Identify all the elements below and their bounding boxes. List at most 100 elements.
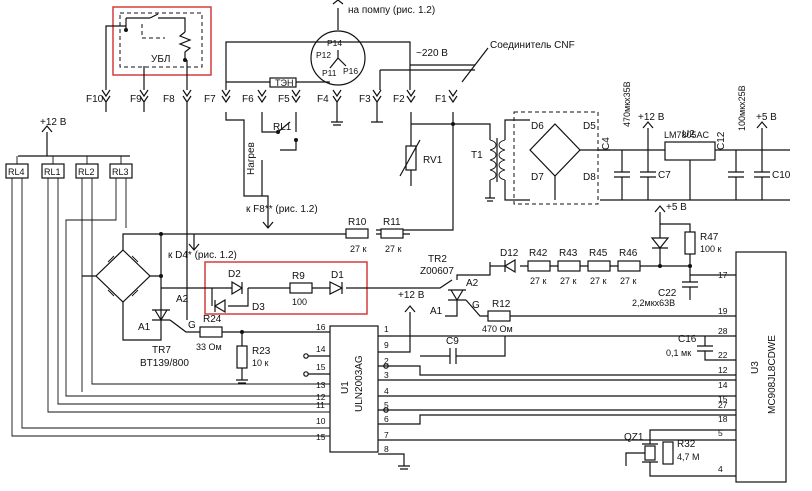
r42-resistor xyxy=(527,260,551,272)
lower-bridge xyxy=(95,249,151,303)
ubl-dashed-frame xyxy=(119,12,203,68)
u1-pin: 5 xyxy=(384,400,389,410)
rv1-label: RV1 xyxy=(423,155,443,166)
c4-value: 470мкх35В xyxy=(622,81,632,127)
bridge-frame xyxy=(513,111,599,205)
r23-resistor xyxy=(236,345,248,369)
zener-diode xyxy=(650,237,670,266)
u1-pin: 10 xyxy=(316,416,326,426)
u3-pin: 18 xyxy=(718,414,728,424)
pin-label: F3 xyxy=(359,94,371,105)
u1-pin: 6 xyxy=(384,414,389,424)
d3-label: D3 xyxy=(252,302,265,313)
d3-wires xyxy=(211,288,249,307)
pump-pin: P11 xyxy=(322,68,337,78)
r23-value: 10 к xyxy=(252,358,269,368)
u1-out-2 xyxy=(378,365,736,376)
tr2-triac xyxy=(448,289,466,302)
r42-value: 27 к xyxy=(530,276,547,286)
pin-label: F6 xyxy=(242,94,254,105)
r11-resistor xyxy=(380,228,404,239)
r9-resistor xyxy=(289,282,313,294)
wire-rv1 xyxy=(410,112,454,186)
relay-wires xyxy=(11,178,330,437)
r10-label: R10 xyxy=(348,217,367,228)
u3-pin: 28 xyxy=(718,326,728,336)
u1-right-pins: 1 9 2 3 4 5 6 7 8 xyxy=(384,324,389,454)
u1-pin9-12v xyxy=(378,305,416,353)
ubl-highlight xyxy=(112,6,212,76)
rl1-contact xyxy=(261,112,297,151)
r12-label: R12 xyxy=(492,299,511,310)
c12-value: 100мкх25В xyxy=(737,85,747,131)
tr7-part: BT139/800 xyxy=(140,358,189,369)
plus5-mid-label: +5 В xyxy=(666,202,687,213)
c9-label: C9 xyxy=(446,336,459,347)
plus5-top xyxy=(756,121,768,150)
c22-value: 2,2мкх63В xyxy=(632,298,675,308)
u1-pin: 13 xyxy=(316,380,326,390)
r45-value: 27 к xyxy=(590,276,607,286)
u1-pin: 2 xyxy=(384,356,389,366)
wire-r11 xyxy=(376,124,454,231)
d7-label: D7 xyxy=(531,172,544,183)
plus12-relay-label: +12 В xyxy=(40,117,67,128)
pin-label: F4 xyxy=(317,94,329,105)
u3-pin: 15 xyxy=(718,394,728,404)
c12-label: C12 xyxy=(716,131,727,150)
u1-pin: 15 xyxy=(316,432,326,442)
ubl-resistor xyxy=(178,31,192,60)
tr7-a2: A2 xyxy=(176,294,189,305)
plus12-label: +12 В xyxy=(638,112,665,123)
connector-pointer xyxy=(461,47,489,83)
c22-wires xyxy=(682,254,736,300)
c16-cap xyxy=(697,336,736,361)
u1-open-pins xyxy=(308,355,330,375)
r12-resistor xyxy=(487,310,511,322)
r10-resistor xyxy=(345,228,369,239)
tr7-label: TR7 xyxy=(152,345,171,356)
u1-pin: 1 xyxy=(384,324,389,334)
r46-label: R46 xyxy=(619,248,638,259)
r32-value: 4,7 М xyxy=(677,452,700,462)
wire-f8ref xyxy=(225,112,269,228)
rl1-label: RL1 xyxy=(273,122,292,133)
u1-left-pins: 16 14 15 13 12 11 10 15 xyxy=(316,322,326,442)
relay-label: RL3 xyxy=(112,167,129,177)
ubl-switch xyxy=(125,13,186,32)
tr7-a1-wire xyxy=(122,320,162,341)
r43-resistor xyxy=(557,260,581,272)
pump-wiring xyxy=(329,50,347,69)
r9-value: 100 xyxy=(292,297,307,307)
u1-pin: 11 xyxy=(316,400,325,410)
r45-label: R45 xyxy=(589,248,608,259)
u3-pin: 5 xyxy=(718,428,723,438)
u3-pin: 19 xyxy=(718,306,728,316)
c10-label: C10 xyxy=(772,170,791,181)
tr7-g: G xyxy=(188,320,196,331)
ten-label: ТЭН xyxy=(275,78,293,88)
r43-label: R43 xyxy=(559,248,578,259)
tr2-part: Z00607 xyxy=(420,266,454,277)
ubl-link xyxy=(141,24,165,39)
d12-diode xyxy=(503,258,516,274)
tr2-wires xyxy=(445,262,491,317)
wire-r24 xyxy=(222,331,330,346)
u2-regulator xyxy=(664,141,716,161)
tr2-gate xyxy=(465,299,488,317)
u1-pin: 16 xyxy=(316,322,326,332)
r11-value: 27 к xyxy=(385,244,402,254)
plus12-relay xyxy=(41,125,53,156)
u3-pins: 17 19 28 22 12 14 15 27 18 5 4 xyxy=(718,270,728,474)
r46-value: 27 к xyxy=(620,276,637,286)
u1-pin: 9 xyxy=(384,340,389,350)
d5-label: D5 xyxy=(583,121,596,132)
d8-label: D8 xyxy=(583,172,596,183)
t1-secondary xyxy=(498,139,506,181)
plus5-label: +5 В xyxy=(756,112,777,123)
r42-label: R42 xyxy=(529,248,548,259)
pin-label: F10 xyxy=(86,94,104,105)
pump-pin: P14 xyxy=(327,38,342,48)
c7-label: C7 xyxy=(658,170,671,181)
